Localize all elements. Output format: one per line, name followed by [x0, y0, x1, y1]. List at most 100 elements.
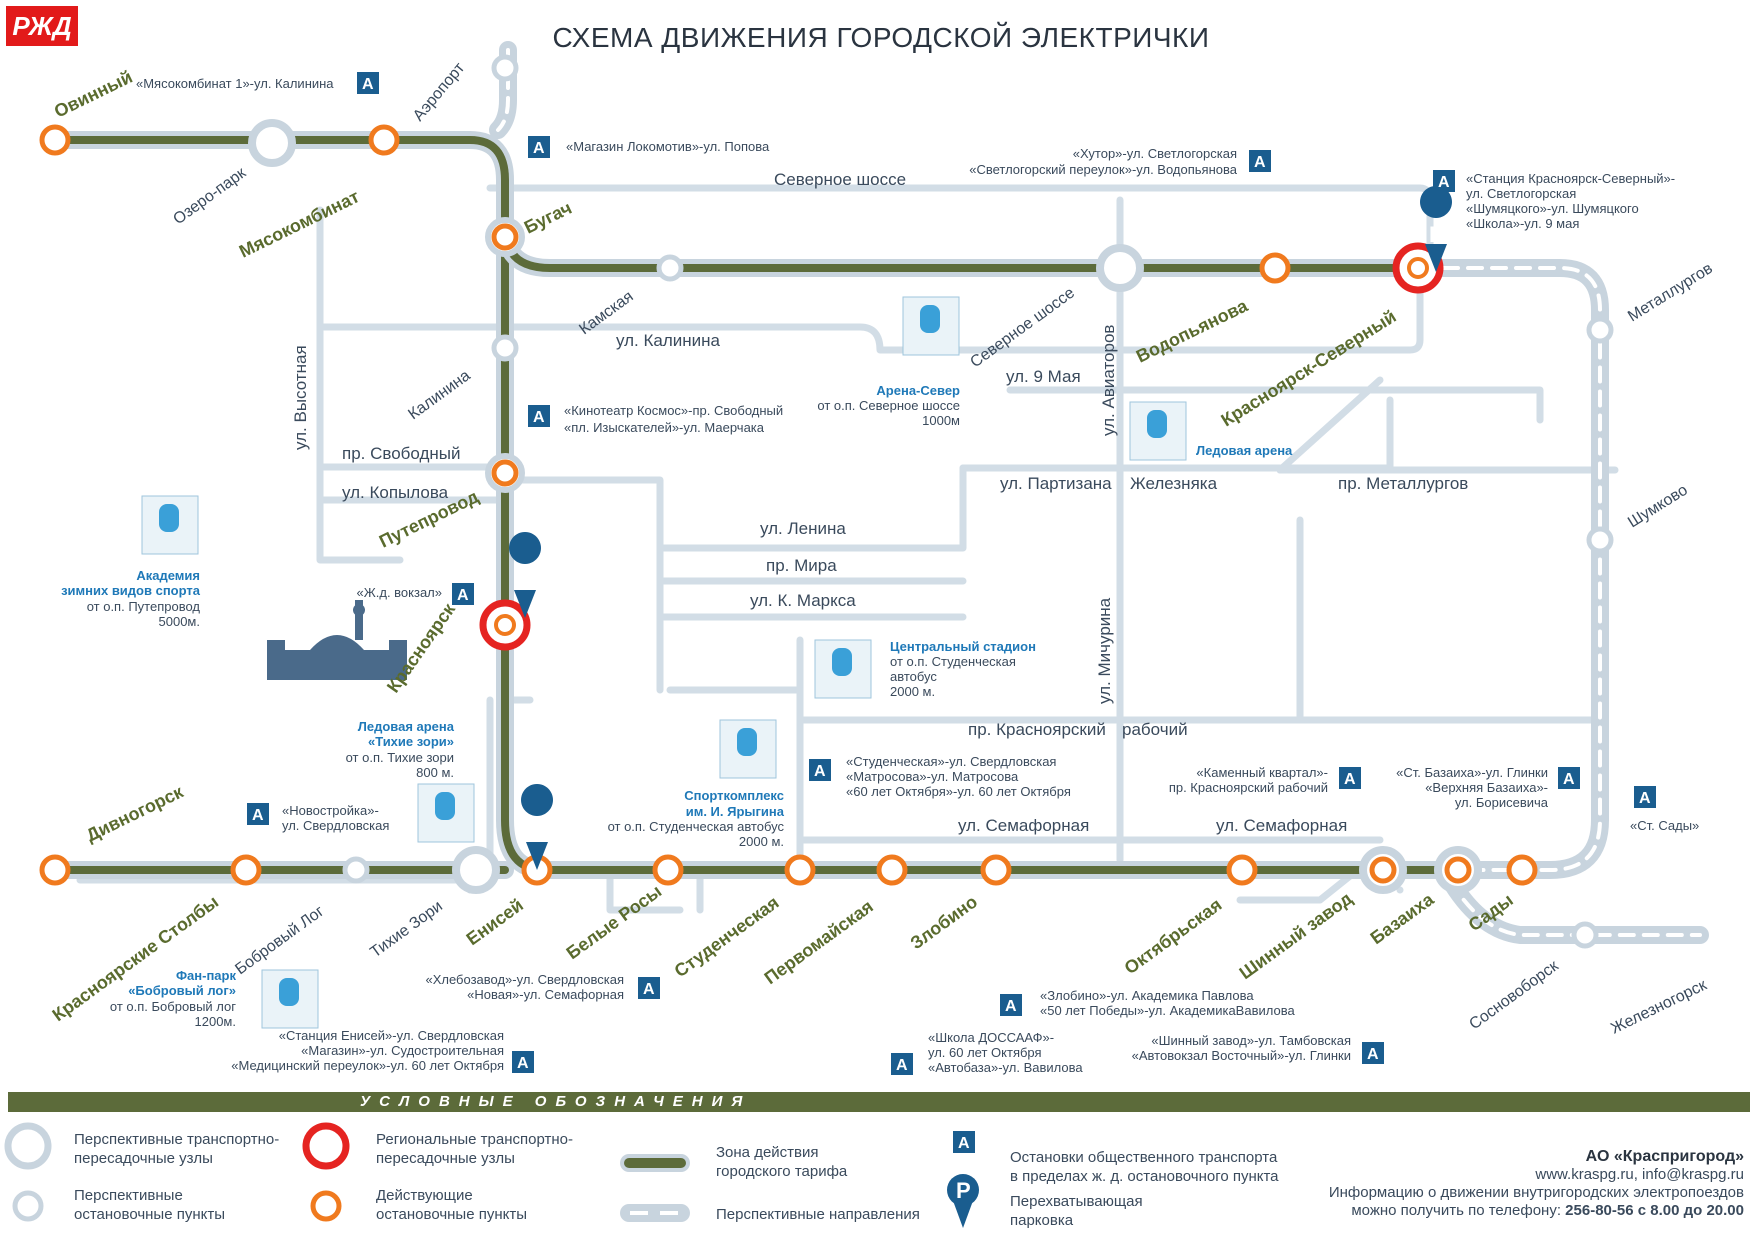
- svg-text:A: A: [457, 587, 469, 604]
- bus-stop-labels: «Мясокомбинат 1»-ул. Калинина «Магазин Л…: [136, 76, 1699, 1075]
- hub-tikhie: [452, 846, 500, 894]
- svg-text:пр. Красноярский рабочий: пр. Красноярский рабочий: [1169, 780, 1328, 795]
- svg-text:Октябрьская: Октябрьская: [1121, 894, 1226, 978]
- svg-text:«50 лет Победы»-ул. АкадемикаВ: «50 лет Победы»-ул. АкадемикаВавилова: [1040, 1003, 1295, 1018]
- svg-text:Железногорск: Железногорск: [1608, 976, 1710, 1037]
- svg-text:ул. К. Маркса: ул. К. Маркса: [750, 591, 856, 610]
- svg-text:P: P: [1429, 222, 1444, 247]
- svg-text:автобус: автобус: [890, 669, 937, 684]
- street-labels: Северное шоссе ул. Калинина ул. Высотная…: [291, 170, 1468, 835]
- svg-text:«Хутор»-ул. Светлогорская: «Хутор»-ул. Светлогорская: [1073, 146, 1237, 161]
- svg-text:ул. Калинина: ул. Калинина: [616, 331, 721, 350]
- svg-text:«Хлебозавод»-ул. Свердловская: «Хлебозавод»-ул. Свердловская: [425, 972, 624, 987]
- svg-text:«Студенческая»-ул. Свердловска: «Студенческая»-ул. Свердловская: [846, 754, 1056, 769]
- svg-text:Аэропорт: Аэропорт: [410, 59, 469, 124]
- parking-icons: P P P: [509, 186, 1453, 870]
- legend-future-point: [12, 1190, 44, 1222]
- svg-text:A: A: [252, 807, 264, 824]
- svg-text:«Школа ДОССААФ»-: «Школа ДОССААФ»-: [928, 1030, 1054, 1045]
- svg-text:«Злобино»-ул. Академика Павлов: «Злобино»-ул. Академика Павлова: [1040, 988, 1254, 1003]
- svg-text:Озеро-парк: Озеро-парк: [170, 164, 250, 228]
- svg-text:A: A: [517, 1055, 529, 1072]
- svg-text:ул. Семафорная: ул. Семафорная: [958, 816, 1089, 835]
- svg-text:«Матросова»-ул. Матросова: «Матросова»-ул. Матросова: [846, 769, 1019, 784]
- svg-text:A: A: [1367, 1046, 1379, 1063]
- svg-text:«Каменный квартал»-: «Каменный квартал»-: [1196, 765, 1328, 780]
- svg-text:«Светлогорский переулок»-ул. В: «Светлогорский переулок»-ул. Водопьянова: [969, 162, 1238, 177]
- svg-text:«Мясокомбинат 1»-ул. Калинина: «Мясокомбинат 1»-ул. Калинина: [136, 76, 334, 91]
- hub-ozero: [248, 119, 296, 167]
- svg-text:P: P: [956, 1178, 971, 1203]
- svg-text:ул. Свердловская: ул. Свердловская: [282, 818, 389, 833]
- svg-text:Северное шоссе: Северное шоссе: [967, 284, 1078, 371]
- svg-text:800 м.: 800 м.: [416, 765, 454, 780]
- svg-text:A: A: [643, 981, 655, 998]
- street-kalinina: [316, 266, 1424, 354]
- legend-future-dirs: Перспективные направления: [716, 1206, 920, 1223]
- svg-text:Калинина: Калинина: [405, 367, 473, 423]
- rzd-logo: РЖД: [6, 6, 78, 46]
- legend-active-point: [310, 1190, 342, 1222]
- svg-text:«Бобровый лог»: «Бобровый лог»: [128, 983, 236, 998]
- svg-text:«Тихие зори»: «Тихие зори»: [368, 734, 454, 749]
- svg-text:Водопьянова: Водопьянова: [1133, 295, 1252, 367]
- svg-text:Красноярск-Северный: Красноярск-Северный: [1218, 306, 1400, 430]
- legend-symbols: A P: [4, 1122, 979, 1228]
- venue-marks: [159, 305, 1167, 1006]
- legend-bus-icon: [953, 1131, 975, 1153]
- svg-text:A: A: [1639, 790, 1651, 807]
- legend-future-hubs: Перспективные транспортно-пересадочные у…: [74, 1131, 280, 1167]
- svg-text:5000м.: 5000м.: [159, 614, 200, 629]
- svg-text:Шумково: Шумково: [1625, 482, 1691, 532]
- stops: [39, 54, 1614, 949]
- svg-text:Фан-парк: Фан-парк: [176, 968, 237, 983]
- svg-text:ул. Партизана: ул. Партизана: [1000, 474, 1112, 493]
- svg-text:A: A: [1005, 998, 1017, 1015]
- company-info: АО «Краспригород» www.kraspg.ru, info@kr…: [1328, 1148, 1744, 1219]
- svg-text:от о.п. Путепровод: от о.п. Путепровод: [87, 599, 201, 614]
- svg-text:«Медицинский переулок»-ул. 60: «Медицинский переулок»-ул. 60 лет Октябр…: [231, 1058, 504, 1073]
- station-building-icon: [267, 600, 407, 680]
- legend-title: УСЛОВНЫЕ ОБОЗНАЧЕНИЯ: [360, 1093, 752, 1110]
- svg-text:от о.п. Тихие зори: от о.п. Тихие зори: [346, 750, 454, 765]
- svg-text:2000 м.: 2000 м.: [739, 834, 784, 849]
- company-phone: 256-80-56 с 8.00 до 20.00: [1565, 1202, 1744, 1219]
- company-name: АО «Краспригород»: [1585, 1148, 1744, 1165]
- svg-text:«Новая»-ул. Семафорная: «Новая»-ул. Семафорная: [467, 987, 624, 1002]
- svg-text:Бугач: Бугач: [521, 198, 575, 238]
- svg-text:A: A: [896, 1057, 908, 1074]
- svg-text:ул. Копылова: ул. Копылова: [342, 483, 449, 502]
- company-contacts[interactable]: www.kraspg.ru, info@kraspg.ru: [1535, 1166, 1744, 1183]
- svg-text:ул. Авиаторов: ул. Авиаторов: [1099, 325, 1118, 436]
- svg-text:Дивногорск: Дивногорск: [83, 781, 187, 845]
- svg-text:P: P: [518, 568, 533, 593]
- legend-future-hub: [4, 1122, 52, 1170]
- svg-text:«Школа»-ул. 9 мая: «Школа»-ул. 9 мая: [1466, 216, 1579, 231]
- svg-text:ул. Высотная: ул. Высотная: [291, 345, 310, 450]
- legend-bar: [8, 1092, 1750, 1112]
- svg-text:пр. Красноярский: пр. Красноярский: [968, 720, 1106, 739]
- svg-text:«Станция Енисей»-ул. Свердловс: «Станция Енисей»-ул. Свердловская: [279, 1028, 504, 1043]
- svg-text:«Автобаза»-ул. Вавилова: «Автобаза»-ул. Вавилова: [928, 1060, 1083, 1075]
- svg-text:Центральный стадион: Центральный стадион: [890, 639, 1036, 654]
- svg-text:«Кинотеатр Космос»-пр. Свободн: «Кинотеатр Космос»-пр. Свободный: [564, 403, 783, 418]
- legend-regional-hubs: Региональные транспортно-пересадочные уз…: [376, 1131, 573, 1167]
- svg-text:Тихие Зори: Тихие Зори: [367, 898, 446, 962]
- svg-text:ул. 9 Мая: ул. 9 Мая: [1006, 367, 1081, 386]
- svg-text:рабочий: рабочий: [1122, 720, 1188, 739]
- svg-text:Белые Росы: Белые Росы: [563, 881, 666, 963]
- street-metallurg-link: [1276, 376, 1384, 474]
- street-pr-to-south: [316, 496, 404, 564]
- svg-text:«пл. Изыскателей»-ул. Маерчака: «пл. Изыскателей»-ул. Маерчака: [564, 420, 765, 435]
- svg-text:«Ст. Сады»: «Ст. Сады»: [1630, 818, 1699, 833]
- legend-future-line: [620, 1204, 690, 1222]
- svg-text:Сосновоборск: Сосновоборск: [1466, 957, 1562, 1033]
- svg-text:Мясокомбинат: Мясокомбинат: [236, 186, 363, 261]
- svg-text:от о.п. Студенческая автобус: от о.п. Студенческая автобус: [608, 819, 785, 834]
- svg-text:1000м: 1000м: [922, 413, 960, 428]
